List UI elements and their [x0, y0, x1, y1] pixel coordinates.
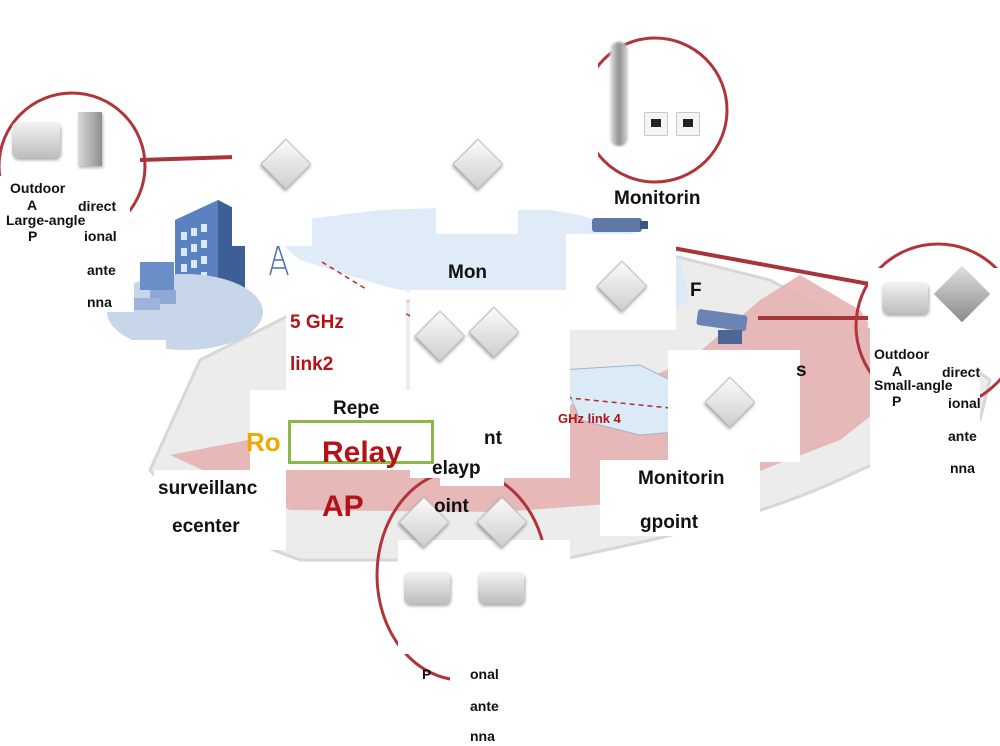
monitoring-label-top: Monitorin: [614, 188, 701, 209]
link2-label-line1: 5 GHz: [290, 312, 344, 333]
mask: [84, 214, 134, 312]
f-label: F: [690, 280, 702, 301]
surveillance-center-building: [107, 200, 263, 350]
link4-dashed: [539, 394, 691, 411]
relay-ap-box: [288, 420, 434, 464]
gpoint-label: gpoint: [640, 512, 699, 533]
ap-p-label-right: P: [892, 393, 902, 409]
monitoring-label-bottom: Monitorin: [638, 468, 725, 489]
surveillance-label: surveillanc: [158, 478, 258, 499]
ional-label: ional: [84, 228, 117, 244]
mask: [600, 460, 760, 536]
oint-label: oint: [434, 496, 469, 517]
ap-a-label-right: A: [892, 363, 903, 379]
outdoor-ap-icon: [882, 282, 928, 314]
outdoor-ap-label: Outdoor: [10, 180, 66, 196]
ap-a-label: A: [27, 197, 38, 213]
repeater-label: Repe: [333, 398, 380, 419]
nna-label: nna: [87, 294, 112, 310]
nna-label-right: nna: [950, 460, 975, 476]
mask: [250, 390, 440, 470]
mask: [154, 470, 286, 550]
nt-label: nt: [484, 428, 502, 449]
mask: [232, 128, 312, 246]
camera-icon-top: [592, 218, 648, 232]
mask: [116, 340, 166, 376]
port-icon: [676, 112, 700, 136]
relay-label: Relay: [322, 436, 403, 469]
mask: [440, 390, 504, 486]
direct-label: direct: [78, 198, 117, 214]
port-icon: [644, 112, 668, 136]
mon-label: Mon: [448, 262, 488, 283]
ap-p-label: P: [28, 228, 38, 244]
elayp-label: elayp: [432, 458, 481, 479]
bottom-p-label: P: [422, 666, 432, 682]
small-angle-label: Small-angle: [874, 377, 953, 393]
ante-label-bottom: ante: [470, 698, 499, 714]
direct-label-right: direct: [942, 364, 981, 380]
mask: [870, 328, 980, 488]
onal-label-bottom: onal: [470, 666, 499, 682]
outdoor-ap-icon: [478, 572, 524, 604]
mask: [498, 0, 598, 210]
mask: [286, 290, 406, 402]
outdoor-ap-icon: [404, 572, 450, 604]
link2-label-line2: link2: [290, 354, 334, 375]
outdoor-ap-icon: [12, 122, 60, 158]
directional-antenna-icon: [78, 112, 102, 166]
link4-label: GHz link 4: [558, 411, 621, 426]
nna-label-bottom: nna: [470, 728, 495, 744]
ro-label: Ro: [246, 427, 281, 457]
outdoor-ap-label-right: Outdoor: [874, 346, 930, 362]
ional-label-right: ional: [948, 395, 981, 411]
large-angle-label: Large-angle: [6, 212, 86, 228]
mask: [450, 650, 522, 746]
ante-label: ante: [87, 262, 116, 278]
ap-label: AP: [322, 490, 364, 523]
pole-antenna-icon: [610, 42, 628, 146]
s-label: s: [796, 360, 807, 381]
camera-icon-right: [696, 309, 748, 344]
ante-label-right: ante: [948, 428, 977, 444]
center-label: ecenter: [172, 516, 240, 537]
